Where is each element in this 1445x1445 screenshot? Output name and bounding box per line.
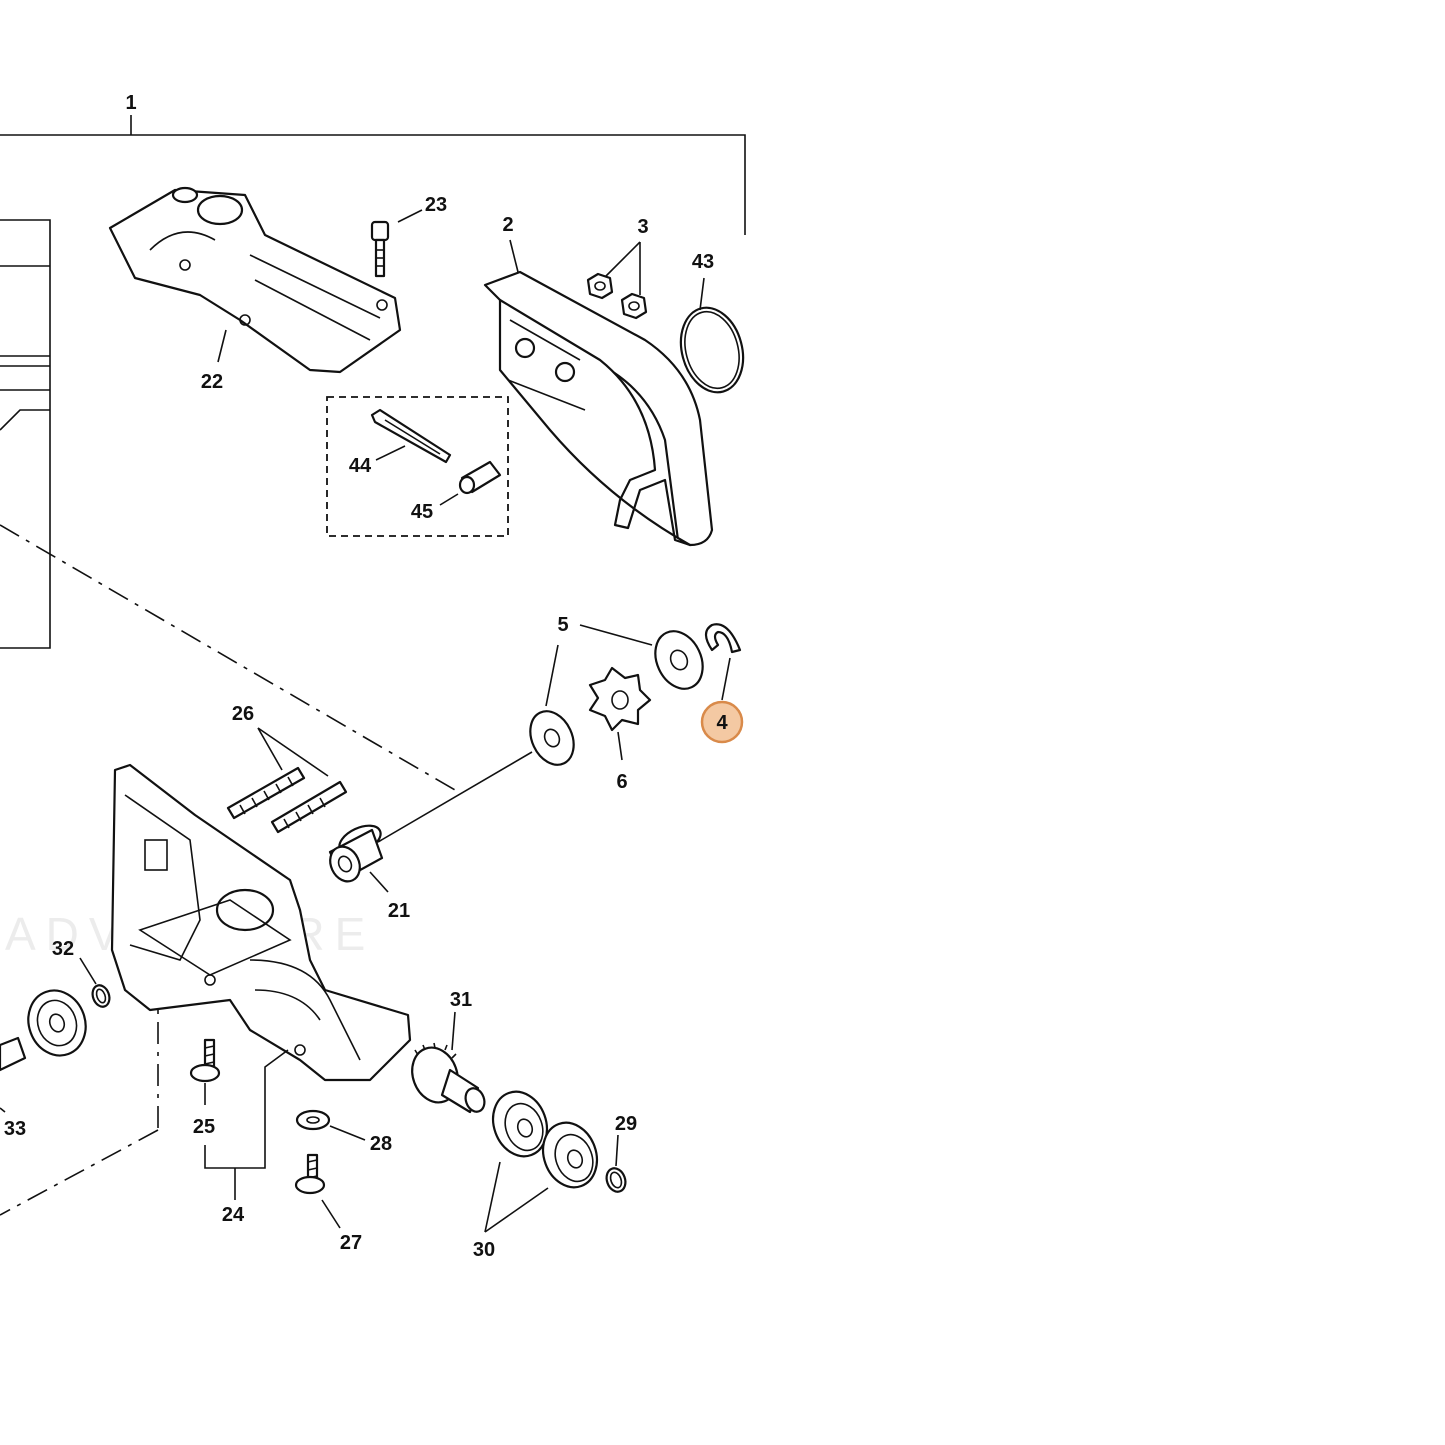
callout-29: 29 [615,1113,637,1135]
callout-43: 43 [692,251,714,273]
callout-3: 3 [637,216,648,238]
washer-5a-part [654,630,704,690]
shaft-33-part [0,1036,27,1072]
bearing-30a-part [491,1090,549,1158]
bevel-gear-part [411,1042,486,1114]
tension-screw-part [370,408,452,464]
kit-box [326,396,509,537]
clamp-housing-part [108,186,402,374]
gear-housing-part [110,763,412,1082]
assembly-bracket [0,115,746,235]
circlip-29-part [605,1167,627,1193]
nut-3a-part [586,272,614,300]
tensioner-nut-part [458,460,502,495]
chain-guard-part [483,270,714,547]
leader-lines [0,209,731,1233]
callout-5: 5 [557,614,568,636]
callout-26: 26 [232,703,254,725]
bush-part [328,824,384,883]
callout-44: 44 [349,455,372,477]
washer-28-part [295,1109,331,1131]
callout-4: 4 [716,712,728,734]
bearing-30b-part [541,1121,599,1189]
nut-3b-part [620,292,648,320]
e-clip-part [704,623,742,654]
callout-21: 21 [388,900,410,922]
callout-27: 27 [340,1232,362,1254]
callout-1: 1 [125,92,136,114]
center-lines [0,524,456,1216]
callout-30: 30 [473,1239,495,1261]
callout-28: 28 [370,1133,392,1155]
callout-2: 2 [502,214,513,236]
stud-26b-part [270,780,348,834]
callout-22: 22 [201,371,223,393]
callout-33: 33 [4,1118,26,1140]
o-ring-part [679,306,745,394]
highlight-circle [700,700,744,744]
screw-23-part [370,220,390,278]
callout-6: 6 [616,771,627,793]
bearing-32-part [27,989,87,1057]
sprocket-part [588,666,652,732]
circlip-32-part [91,984,111,1008]
callout-23: 23 [425,194,447,216]
screw-25-part [189,1038,221,1083]
stud-26a-part [226,766,306,820]
left-housing-edge [0,219,51,649]
screw-27-part [294,1153,326,1195]
callout-32: 32 [52,938,74,960]
washer-5b-part [529,710,575,766]
callout-31: 31 [450,989,472,1011]
callout-24: 24 [222,1204,245,1226]
callout-25: 25 [193,1116,215,1138]
callout-45: 45 [411,501,433,523]
